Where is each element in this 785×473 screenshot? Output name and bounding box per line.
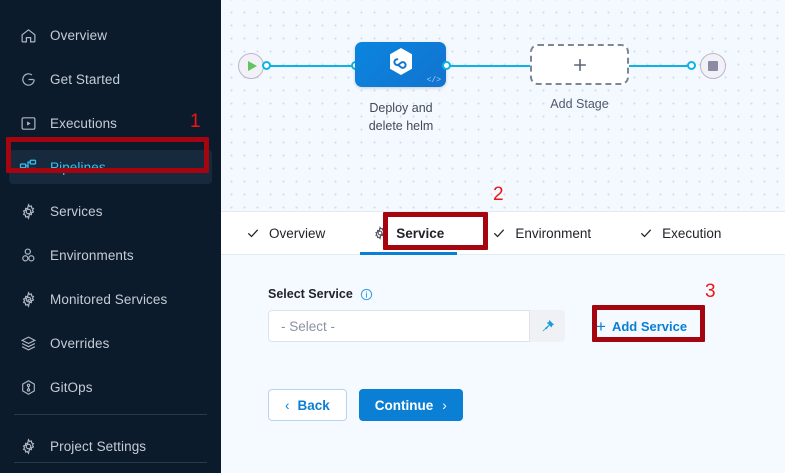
select-service-control: - Select - bbox=[268, 310, 565, 342]
sidebar-item-overview[interactable]: Overview bbox=[9, 18, 212, 52]
connector-line-middle bbox=[443, 65, 533, 67]
tab-environment[interactable]: Environment bbox=[490, 212, 593, 254]
sidebar-item-monitored-services[interactable]: Monitored Services bbox=[9, 282, 212, 316]
field-label-text: Select Service bbox=[268, 287, 353, 301]
sidebar-divider bbox=[14, 414, 207, 415]
continue-button-label: Continue bbox=[374, 397, 434, 413]
tab-label: Execution bbox=[662, 225, 722, 241]
sidebar-item-label: Environments bbox=[50, 247, 134, 263]
pipeline-canvas[interactable]: </> Deploy and delete helm Add Stage bbox=[221, 0, 785, 211]
sidebar: Overview Get Started Executions bbox=[0, 0, 221, 473]
sidebar-item-executions[interactable]: Executions bbox=[9, 106, 212, 140]
add-stage-label: Add Stage bbox=[550, 97, 609, 111]
sidebar-item-overrides[interactable]: Overrides bbox=[9, 326, 212, 360]
pipeline-start-node[interactable] bbox=[238, 53, 264, 79]
chevron-right-icon: › bbox=[442, 397, 447, 413]
gear-icon bbox=[373, 226, 387, 240]
sidebar-item-get-started[interactable]: Get Started bbox=[9, 62, 212, 96]
service-form: Select Service - Select - bbox=[221, 255, 785, 473]
gear-icon bbox=[17, 201, 39, 221]
sidebar-item-environments[interactable]: Environments bbox=[9, 238, 212, 272]
check-icon bbox=[246, 226, 260, 240]
chevron-left-icon: ‹ bbox=[285, 397, 290, 413]
stop-icon bbox=[708, 61, 718, 71]
continue-button[interactable]: Continue › bbox=[358, 389, 463, 421]
sidebar-item-gitops[interactable]: GitOps bbox=[9, 370, 212, 404]
pipeline-icon bbox=[17, 157, 39, 177]
add-service-link[interactable]: + Add Service bbox=[596, 318, 687, 335]
connector-line-start bbox=[269, 65, 359, 67]
environments-icon bbox=[17, 245, 39, 265]
rocket-start-icon bbox=[17, 69, 39, 89]
sidebar-item-services[interactable]: Services bbox=[9, 194, 212, 228]
helm-hexagon-icon bbox=[386, 46, 416, 83]
info-icon[interactable] bbox=[360, 288, 373, 301]
play-icon bbox=[247, 61, 257, 71]
check-icon bbox=[639, 226, 653, 240]
tab-label: Environment bbox=[515, 225, 592, 241]
sidebar-item-pipelines[interactable]: Pipelines bbox=[9, 150, 212, 184]
back-button-label: Back bbox=[297, 397, 330, 413]
select-service-label: Select Service bbox=[268, 287, 785, 301]
sidebar-item-label: Services bbox=[50, 203, 103, 219]
sidebar-item-label: Overrides bbox=[50, 335, 110, 351]
sidebar-item-label: Monitored Services bbox=[50, 291, 168, 307]
monitored-gear-icon bbox=[17, 289, 39, 309]
select-service-input[interactable]: - Select - bbox=[268, 310, 530, 342]
pipeline-end-node[interactable] bbox=[700, 53, 726, 79]
plus-icon: + bbox=[596, 316, 606, 336]
home-icon bbox=[17, 25, 39, 45]
sidebar-item-label: Get Started bbox=[50, 71, 121, 87]
plus-icon bbox=[573, 58, 586, 71]
sidebar-item-label: Overview bbox=[50, 27, 108, 43]
pipeline-stage-label: Deploy and delete helm bbox=[368, 101, 434, 133]
pipeline-stage-node[interactable]: </> bbox=[355, 42, 446, 87]
sidebar-item-label: Pipelines bbox=[50, 159, 106, 175]
connector-dot-end bbox=[687, 61, 696, 70]
sidebar-item-label: GitOps bbox=[50, 379, 93, 395]
tab-label: Overview bbox=[269, 225, 326, 241]
connector-dot-stage-out bbox=[442, 61, 451, 70]
back-button[interactable]: ‹ Back bbox=[268, 389, 347, 421]
add-service-label: Add Service bbox=[611, 318, 688, 334]
sidebar-item-label: Project Settings bbox=[50, 438, 147, 454]
stage-tabs: Overview Service Environment bbox=[221, 211, 785, 255]
tab-label: Service bbox=[396, 225, 445, 241]
add-stage-button[interactable] bbox=[530, 44, 629, 85]
play-box-icon bbox=[17, 113, 39, 133]
connector-line-end bbox=[626, 65, 688, 67]
layers-icon bbox=[17, 333, 39, 353]
check-icon bbox=[492, 226, 506, 240]
gitops-icon bbox=[17, 377, 39, 397]
tab-overview[interactable]: Overview bbox=[244, 212, 327, 254]
sidebar-item-project-settings[interactable]: Project Settings bbox=[9, 429, 212, 463]
connector-dot-start bbox=[262, 61, 271, 70]
code-badge-icon: </> bbox=[426, 76, 441, 85]
tab-execution[interactable]: Execution bbox=[637, 212, 723, 254]
tab-service[interactable]: Service bbox=[360, 212, 458, 255]
sidebar-bottom-divider bbox=[14, 462, 207, 463]
pin-icon[interactable] bbox=[530, 310, 565, 342]
select-service-row: - Select - + Add Service bbox=[268, 310, 785, 342]
main-content: </> Deploy and delete helm Add Stage bbox=[221, 0, 785, 473]
form-actions: ‹ Back Continue › bbox=[268, 389, 785, 421]
sidebar-item-label: Executions bbox=[50, 115, 118, 131]
gear-icon bbox=[17, 436, 39, 456]
